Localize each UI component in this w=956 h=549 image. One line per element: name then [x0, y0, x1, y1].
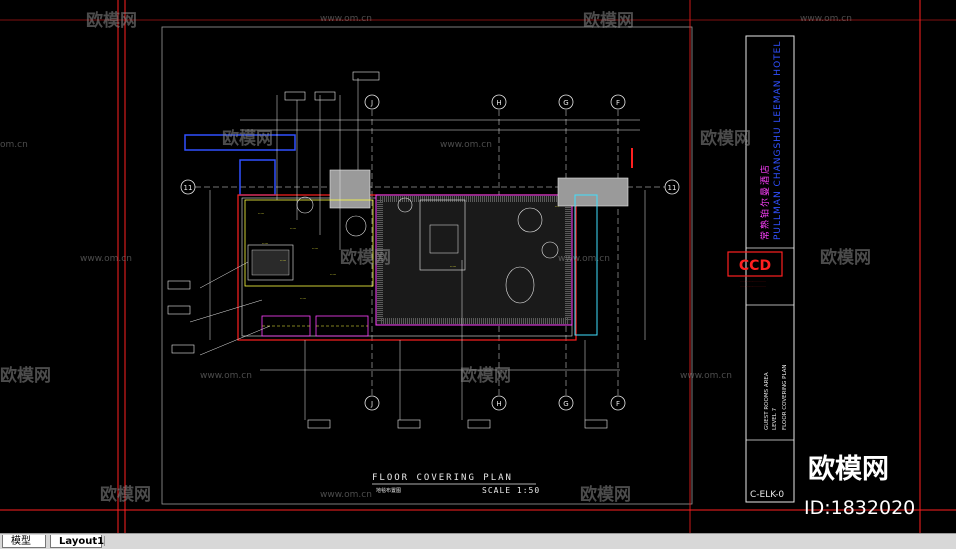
- callout-tags: [167, 71, 608, 429]
- watermark-brand: 欧模网: [700, 128, 751, 149]
- watermark-brand: 欧模网: [340, 247, 391, 268]
- title-block: [745, 35, 795, 503]
- toilet-circle: [345, 215, 367, 237]
- lounge-chair: [505, 266, 535, 304]
- tab-separator: [104, 536, 111, 546]
- side-table: [541, 241, 559, 259]
- watermark-site: www.om.cn: [680, 371, 732, 381]
- grid-label-f-bottom: F: [616, 400, 620, 408]
- watermark-site: www.om.cn: [440, 140, 492, 150]
- svg-text:·····: ·····: [290, 226, 296, 231]
- grid-label-h-top: H: [496, 99, 501, 107]
- watermark-brand: 欧模网: [580, 484, 631, 505]
- wall-top-left-blue: [184, 134, 296, 151]
- armchair: [517, 207, 543, 233]
- watermark-site: www.om.cn: [320, 490, 372, 500]
- nightstand: [397, 197, 413, 213]
- drawing-title-cn: 地毯布置图: [376, 487, 401, 494]
- drawing-scale: SCALE 1:50: [482, 486, 540, 495]
- watermark-brand: 欧模网: [86, 10, 137, 31]
- bed-pillow: [429, 224, 459, 254]
- carpet-area: [375, 194, 573, 326]
- grid-bubble-h-top: [491, 94, 507, 110]
- watermark-brand: 欧模网: [583, 10, 634, 31]
- grid-bubble-f-bottom: [610, 395, 626, 411]
- grid-label-h-bottom: H: [496, 400, 501, 408]
- bathtub-inner: [251, 249, 290, 276]
- svg-text:·····: ·····: [450, 264, 456, 269]
- callout-leaders: [189, 78, 586, 420]
- sheet-title-text: FLOOR COVERING PLAN: [782, 364, 788, 430]
- drawing-viewport[interactable]: PULLMAN CHANGSHU LEEMAN HOTEL 常熟铂尔曼酒店 CC…: [0, 0, 956, 533]
- svg-text:·····: ·····: [258, 211, 264, 216]
- dim-annotations: ····· ····· ····· ····· ····· ····· ····…: [258, 204, 559, 301]
- sheet-level-text: LEVEL 7: [772, 407, 778, 430]
- watermark-site: om.cn: [0, 140, 28, 150]
- watermark-site: www.om.cn: [558, 254, 610, 264]
- ccd-address-2: ···························: [740, 284, 766, 288]
- watermark-site: www.om.cn: [320, 14, 372, 24]
- project-name-cn: 常熟铂尔曼酒店: [759, 163, 771, 240]
- watermark-brand: 欧模网: [0, 365, 51, 386]
- ccd-logo: CCD: [739, 258, 771, 274]
- viewport-frame: [161, 26, 693, 505]
- cad-drawing[interactable]: PULLMAN CHANGSHU LEEMAN HOTEL 常熟铂尔曼酒店 CC…: [0, 0, 956, 533]
- svg-text:·····: ·····: [312, 246, 318, 251]
- tab-model[interactable]: 模型: [2, 535, 46, 548]
- grid-bubble-11-left: [180, 179, 196, 195]
- grid-bubble-g-bottom: [558, 395, 574, 411]
- sink-circle: [296, 196, 314, 214]
- watermark-brand-large: 欧模网: [808, 454, 889, 485]
- svg-text:·····: ·····: [330, 272, 336, 277]
- grid-label-j-bottom: J: [370, 400, 373, 408]
- tab-layout1[interactable]: Layout1: [50, 535, 104, 548]
- svg-text:·····: ·····: [280, 258, 286, 263]
- ccd-logo-box: [727, 251, 783, 277]
- column-gray-right: [557, 177, 629, 207]
- grid-bubble-j-top: [364, 94, 380, 110]
- grid-label-f-top: F: [616, 99, 620, 107]
- carpet-hatch: [377, 196, 571, 324]
- drawing-title: FLOOR COVERING PLAN: [372, 473, 513, 483]
- watermark-site: www.om.cn: [200, 371, 252, 381]
- watermarks: 欧模网 www.om.cn 欧模网 www.om.cn om.cn 欧模网 ww…: [0, 10, 871, 505]
- column-left-blue: [239, 159, 276, 196]
- grid-bubble-h-bottom: [491, 395, 507, 411]
- grid-label-11-left: 11: [184, 184, 193, 192]
- watermark-site: www.om.cn: [80, 254, 132, 264]
- grid-bubble-g-top: [558, 94, 574, 110]
- grid-bubble-j-bottom: [364, 395, 380, 411]
- svg-text:···: ···: [555, 204, 559, 209]
- bathtub: [247, 244, 294, 281]
- grid-bubble-11-right: [664, 179, 680, 195]
- grid-label-11-right: 11: [668, 184, 677, 192]
- window-wall-cyan: [574, 194, 598, 336]
- ccd-address: ···························: [740, 279, 766, 283]
- bathroom-zone: [244, 199, 374, 287]
- project-name-en: PULLMAN CHANGSHU LEEMAN HOTEL: [773, 41, 783, 240]
- svg-text:·····: ·····: [300, 296, 306, 301]
- svg-text:·····: ·····: [262, 241, 268, 246]
- layout-tab-bar: 模型 Layout1: [0, 533, 956, 549]
- drawing-number: C-ELK-0: [750, 490, 784, 500]
- column-gray: [329, 169, 371, 209]
- sheet-area-text: GUEST ROOMS AREA: [764, 372, 770, 430]
- grid-label-g-top: G: [563, 99, 568, 107]
- watermark-brand: 欧模网: [820, 247, 871, 268]
- watermark-brand: 欧模网: [100, 484, 151, 505]
- bed: [419, 199, 466, 271]
- watermark-brand: 欧模网: [222, 128, 273, 149]
- watermark-id: ID:1832020: [804, 497, 915, 519]
- grid-label-g-bottom: G: [563, 400, 568, 408]
- grid-label-j-top: J: [370, 99, 373, 107]
- grid-bubble-f-top: [610, 94, 626, 110]
- grid-bubbles: J H G F J H G F 11 11: [180, 94, 680, 411]
- watermark-brand: 欧模网: [460, 365, 511, 386]
- watermark-site: www.om.cn: [800, 14, 852, 24]
